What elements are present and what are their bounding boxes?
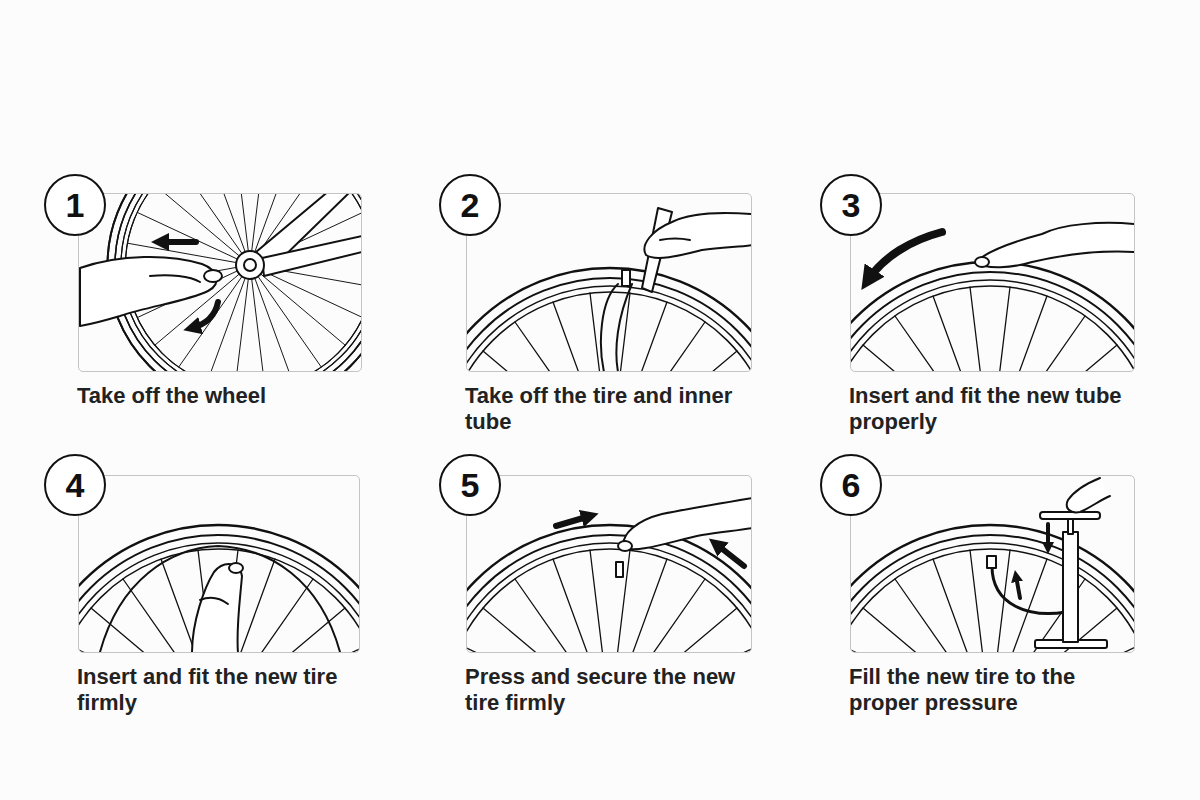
step-caption: Fill the new tire to the proper pressure (849, 664, 1141, 716)
step-caption: Take off the tire and inner tube (465, 383, 757, 435)
step-panel: Insert and fit the new tire firmly (78, 475, 360, 653)
step-panel: Insert and fit the new tube properly (850, 193, 1135, 372)
step-number: 1 (66, 188, 85, 222)
step-number-circle: 2 (439, 174, 501, 236)
step-number-circle: 1 (44, 174, 106, 236)
step-number: 4 (66, 468, 85, 502)
step-number: 5 (461, 468, 480, 502)
step-number-circle: 5 (439, 454, 501, 516)
step-caption: Take off the wheel (77, 383, 369, 409)
step-number-circle: 4 (44, 454, 106, 516)
step-caption: Insert and fit the new tube properly (849, 383, 1141, 435)
step-panel: Press and secure the new tire firmly (466, 475, 752, 653)
step-number: 3 (842, 188, 861, 222)
step-number-circle: 3 (820, 174, 882, 236)
step-number: 6 (842, 468, 861, 502)
step-caption: Insert and fit the new tire firmly (77, 664, 369, 716)
step-number: 2 (461, 188, 480, 222)
step-panel: Take off the tire and inner tube (466, 193, 752, 372)
step-number-circle: 6 (820, 454, 882, 516)
step-caption: Press and secure the new tire firmly (465, 664, 757, 716)
step-panel: Fill the new tire to the proper pressure (850, 475, 1135, 653)
step-panel: Take off the wheel (78, 193, 362, 372)
